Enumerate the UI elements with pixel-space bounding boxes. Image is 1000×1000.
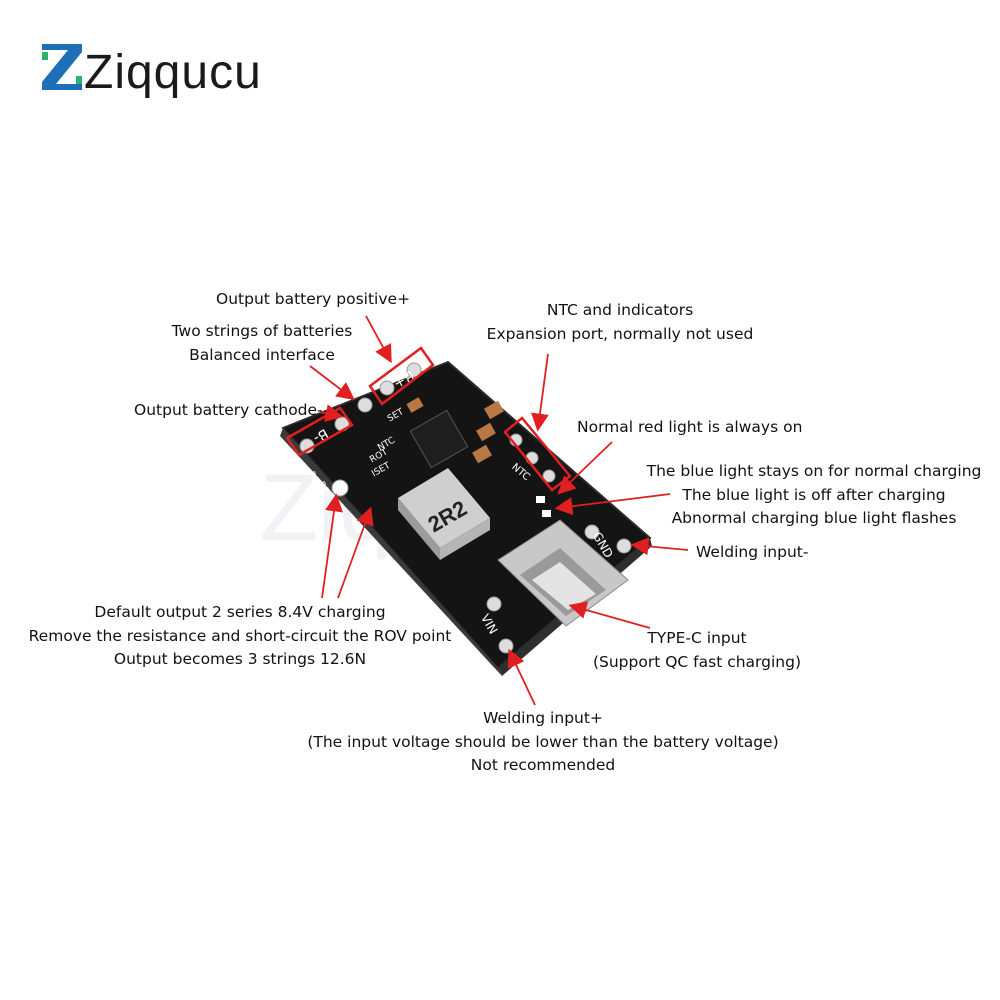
highlight-b-minus [285, 406, 354, 457]
label-ntc: NTC and indicators Expansion port, norma… [470, 299, 770, 346]
label-blue-light: The blue light stays on for normal charg… [640, 460, 988, 531]
label-balanced: Two strings of batteries Balanced interf… [164, 320, 360, 367]
callout-output-positive: Output battery positive+ [216, 290, 411, 308]
logo-text: Ziqqucu [84, 46, 262, 99]
callout-default-line2: Remove the resistance and short-circuit … [28, 626, 452, 645]
arrow-positive [365, 315, 392, 364]
blue-led [542, 510, 551, 517]
pad-ntc [525, 451, 539, 465]
arrow-ntc [531, 353, 549, 432]
ic-chip [409, 409, 469, 469]
usb-c-connector [497, 519, 629, 627]
label-output-cathode: Output battery cathode- [134, 399, 323, 423]
highlight-b-plus [368, 346, 435, 406]
pad-ntc [542, 469, 556, 483]
callout-welding-plus-line1: Welding input+ [483, 709, 603, 727]
label-red-light: Normal red light is always on [577, 416, 802, 440]
callout-red-light: Normal red light is always on [577, 418, 803, 436]
callout-default-line3: Output becomes 3 strings 12.6N [113, 650, 367, 668]
arrow-welding-minus [630, 537, 689, 556]
pad-balance [357, 397, 373, 413]
callout-blue-line1: The blue light stays on for normal charg… [646, 462, 982, 480]
callout-blue-line2: The blue light is off after charging [682, 485, 946, 504]
callout-balanced-line1: Two strings of batteries [171, 322, 353, 340]
arrow-typec [568, 601, 651, 629]
pad-gnd [616, 538, 632, 554]
arrow-balanced [309, 365, 355, 401]
arrow-default-a [321, 493, 343, 599]
pad-vin [498, 638, 514, 654]
arrow-cathode [319, 404, 344, 423]
callout-blue-line3: Abnormal charging blue light flashes [671, 509, 957, 527]
label-typec: TYPE-C input (Support QC fast charging) [586, 627, 808, 674]
callout-typec-line2: (Support QC fast charging) [592, 652, 802, 671]
label-default: Default output 2 series 8.4V charging Re… [18, 601, 462, 672]
callout-typec-line1: TYPE-C input [647, 629, 747, 647]
callout-balanced-line2: Balanced interface [189, 345, 335, 364]
pad-gnd [584, 524, 600, 540]
pad-vin [486, 596, 502, 612]
label-welding-plus: Welding input+ (The input voltage should… [290, 707, 796, 778]
callout-ntc-line2: Expansion port, normally not used [486, 324, 754, 343]
label-welding-minus: Welding input- [696, 541, 808, 565]
label-output-positive: Output battery positive+ [216, 288, 410, 312]
capacitor [472, 444, 492, 464]
red-led [536, 496, 545, 503]
callout-arrows [309, 315, 689, 706]
callout-default-line1: Default output 2 series 8.4V charging [94, 603, 386, 621]
arrow-welding-plus [508, 648, 536, 706]
callout-ntc-line1: NTC and indicators [546, 301, 694, 319]
pad-b-plus [379, 380, 395, 396]
rov-jumper [331, 479, 349, 497]
callout-welding-plus-line2: (The input voltage should be lower than … [307, 732, 779, 751]
callout-welding-minus: Welding input- [696, 543, 809, 561]
logo-z-mark [42, 44, 82, 90]
arrow-blue-light [554, 493, 671, 516]
capacitor [476, 422, 496, 442]
arrow-red-light [557, 441, 613, 495]
pad-b-plus [406, 362, 422, 378]
callout-welding-plus-line3: Not recommended [470, 756, 616, 774]
capacitor [406, 397, 424, 413]
inductor: 2R2 [398, 468, 490, 560]
arrow-default-b [337, 506, 374, 599]
capacitor [484, 400, 504, 420]
brand-logo: Ziqqucu [42, 44, 262, 99]
callout-output-cathode: Output battery cathode- [134, 401, 323, 419]
